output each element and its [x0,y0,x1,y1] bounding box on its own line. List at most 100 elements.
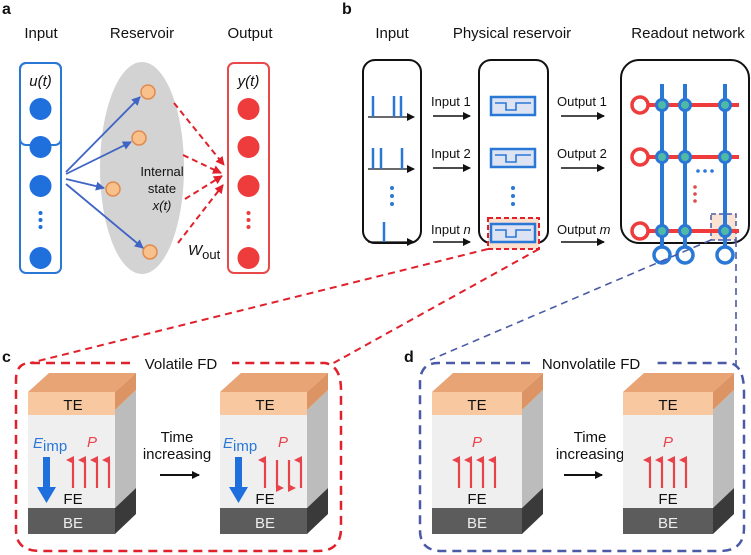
panel-b: b Input Physical reservoir Readout netwo… [342,1,750,265]
reservoir-node [142,244,158,260]
input-node [29,175,52,197]
input-label-n: Input n [431,222,471,237]
eimp-label: Eimp [33,435,67,455]
volatile-fd-title: Volatile FD [145,356,218,373]
d-time-line2: increasing [556,446,624,463]
output-node [237,175,260,197]
polarization-arrows-mixed [258,456,303,492]
p-label: P [87,434,97,451]
pulse-ellipsis [390,186,394,206]
d-time-line1: Time [574,429,607,446]
polarization-arrows-up [66,456,111,488]
output-node [237,98,260,120]
input-node [29,98,52,120]
eimp-down-arrow [229,457,248,503]
synapse-node [655,224,669,238]
b-input-box [362,59,422,244]
fe-label: FE [255,491,274,508]
nonvolatile-device-later: TE FE BE P [623,373,734,534]
reservoir-ellipsis [511,186,515,206]
column-output-terminal [715,245,735,265]
nonvolatile-device-initial: TE FE BE P [432,373,543,534]
panel-c: c Volatile FD TE FE BE Eimp P Time [2,349,343,553]
be-label: BE [467,515,487,532]
p-label: P [472,434,482,451]
te-label: TE [658,397,677,414]
nonvolatile-fd-frame [418,361,746,553]
synapse-node [655,98,669,112]
row-input-terminal [630,221,650,241]
output-label-1: Output 1 [557,94,607,109]
input-layer-frame [19,62,62,274]
polarization-arrows-up [643,456,688,488]
fe-label: FE [658,491,677,508]
column-output-terminal [675,245,695,265]
wout-label: Wout [188,242,221,262]
panel-d: d Nonvolatile FD TE FE BE P Time increas… [404,349,746,553]
output-var-label: y(t) [237,73,260,90]
synapse-node [678,150,692,164]
nonvolatile-fd-title: Nonvolatile FD [542,356,641,373]
internal-state-line1: Internal [140,164,183,179]
b-readout-title: Readout network [631,25,745,42]
reservoir-node [140,84,156,100]
reservoir-device-1 [489,95,537,117]
output-node [237,136,260,158]
fe-label: FE [467,491,486,508]
output-node [237,247,260,269]
p-label: P [663,434,673,451]
te-label: TE [255,397,274,414]
synapse-node [678,98,692,112]
synapse-node [718,98,732,112]
output-layer-frame [227,62,270,274]
reservoir-device-2 [489,147,537,169]
synapse-node [718,150,732,164]
p-label: P [278,434,288,451]
pulse-train-n [368,222,415,246]
row-input-terminal [630,95,650,115]
panel-c-label: c [2,349,11,366]
be-label: BE [658,515,678,532]
volatile-device-later: TE FE BE Eimp P [220,373,328,534]
pulse-train-2 [368,148,415,173]
panel-d-label: d [404,349,414,366]
pulse-train-1 [368,96,415,121]
be-label: BE [255,515,275,532]
zoom-connectors [29,239,737,372]
output-layer-title: Output [227,25,273,42]
row-input-terminal [630,147,650,167]
b-reservoir-title: Physical reservoir [453,25,571,42]
input-node [29,247,52,269]
input-layer-title: Input [24,25,58,42]
te-label: TE [467,397,486,414]
b-input-title: Input [375,25,409,42]
crossbar [630,84,739,265]
panel-a: a Input Reservoir Output u(t) Internal s… [2,1,273,274]
reservoir-node [131,130,147,146]
synapse-node [678,224,692,238]
reservoir-title: Reservoir [110,25,174,42]
input-label-1: Input 1 [431,94,471,109]
polarization-arrows-up [452,456,497,488]
synapse-node [718,224,732,238]
output-label-2: Output 2 [557,146,607,161]
eimp-label: Eimp [223,435,257,455]
reservoir-node [105,181,121,197]
reservoir-device-n [489,222,537,244]
internal-state-var: x(t) [152,198,172,213]
output-label-m: Output m [557,222,611,237]
input-weights [65,96,144,249]
panel-b-label: b [342,1,352,18]
fe-label: FE [63,491,82,508]
c-time-line2: increasing [143,446,211,463]
synapse-node [655,150,669,164]
input-var-label: u(t) [29,73,52,90]
column-ellipsis [696,169,714,173]
be-label: BE [63,515,83,532]
input-node [29,136,52,158]
input-ellipsis [38,211,43,229]
internal-state-line2: state [148,181,176,196]
panel-a-label: a [2,1,11,18]
c-time-line1: Time [161,429,194,446]
